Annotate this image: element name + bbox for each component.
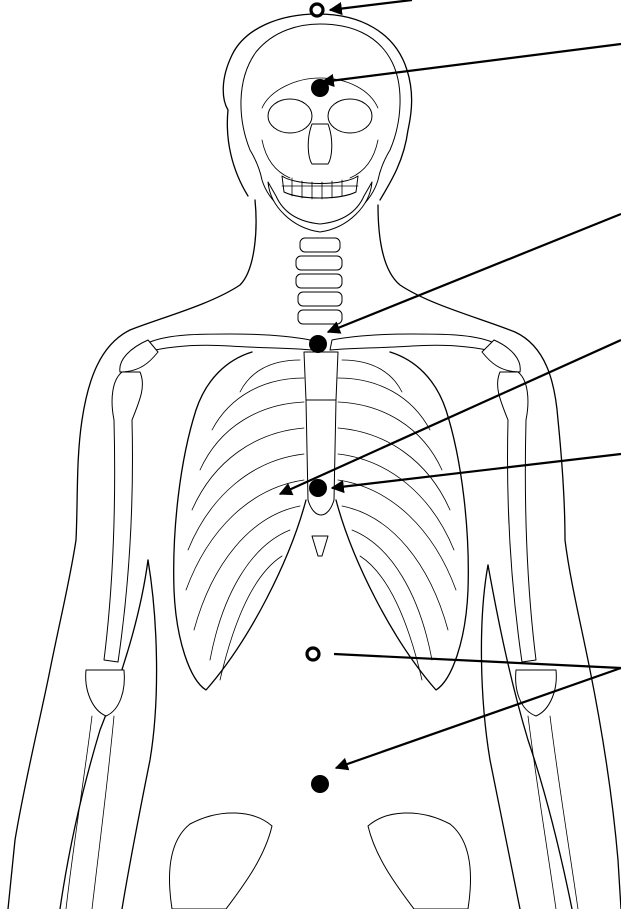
right-iliac-crest	[368, 813, 471, 909]
right-clavicle	[330, 334, 496, 352]
left-clavicle	[146, 334, 312, 352]
left-inner-arm	[60, 560, 148, 909]
xiphoid-process	[312, 536, 328, 556]
vertebra	[296, 256, 342, 270]
arrow-upper-abdomen	[334, 654, 621, 668]
rib	[338, 378, 430, 430]
pelvis	[169, 813, 470, 909]
vertebra	[298, 292, 342, 306]
rib	[338, 480, 456, 590]
vertebra	[300, 238, 340, 252]
left-eye-socket	[268, 99, 312, 133]
rib	[338, 428, 450, 510]
left-elbow	[86, 670, 125, 716]
marker-upper-abdomen	[307, 648, 319, 660]
nasal-cavity	[308, 124, 332, 164]
sternum	[304, 352, 338, 556]
manubrium	[304, 352, 338, 400]
arrow-lower-abdomen	[336, 668, 621, 768]
left-waist	[122, 560, 157, 909]
cervical-spine	[296, 238, 342, 324]
rib	[186, 480, 304, 590]
left-costal-margin	[174, 352, 306, 690]
skull	[241, 24, 400, 232]
rib	[212, 378, 304, 430]
marker-forehead	[311, 79, 329, 97]
arrow-lower-chest	[332, 454, 621, 488]
arrow-sternal-notch	[328, 214, 621, 332]
rib	[192, 428, 304, 510]
left-ribs	[174, 352, 306, 690]
rib	[352, 530, 432, 660]
sternum-body	[306, 400, 336, 515]
left-body-outline	[8, 200, 256, 909]
left-scapula	[120, 340, 158, 372]
right-eye-socket	[328, 99, 372, 133]
right-waist	[481, 565, 520, 909]
right-ribs	[336, 352, 468, 690]
right-humerus	[498, 372, 536, 662]
vertebra	[298, 310, 342, 324]
marker-crown	[311, 4, 323, 16]
left-iliac-crest	[169, 813, 272, 909]
rib	[240, 360, 300, 392]
marker-lower-abdomen	[311, 775, 329, 793]
marker-sternal-notch	[309, 335, 327, 353]
arrow-crown	[330, 0, 412, 10]
marker-lower-chest	[309, 479, 327, 497]
right-costal-margin	[336, 352, 468, 690]
rib	[342, 506, 448, 630]
rib	[210, 530, 290, 660]
rib	[342, 360, 402, 392]
right-radius-ulna	[528, 716, 578, 909]
vertebra	[296, 274, 342, 288]
left-radius-ulna	[66, 716, 114, 909]
rib	[200, 402, 304, 470]
rib	[194, 506, 300, 630]
